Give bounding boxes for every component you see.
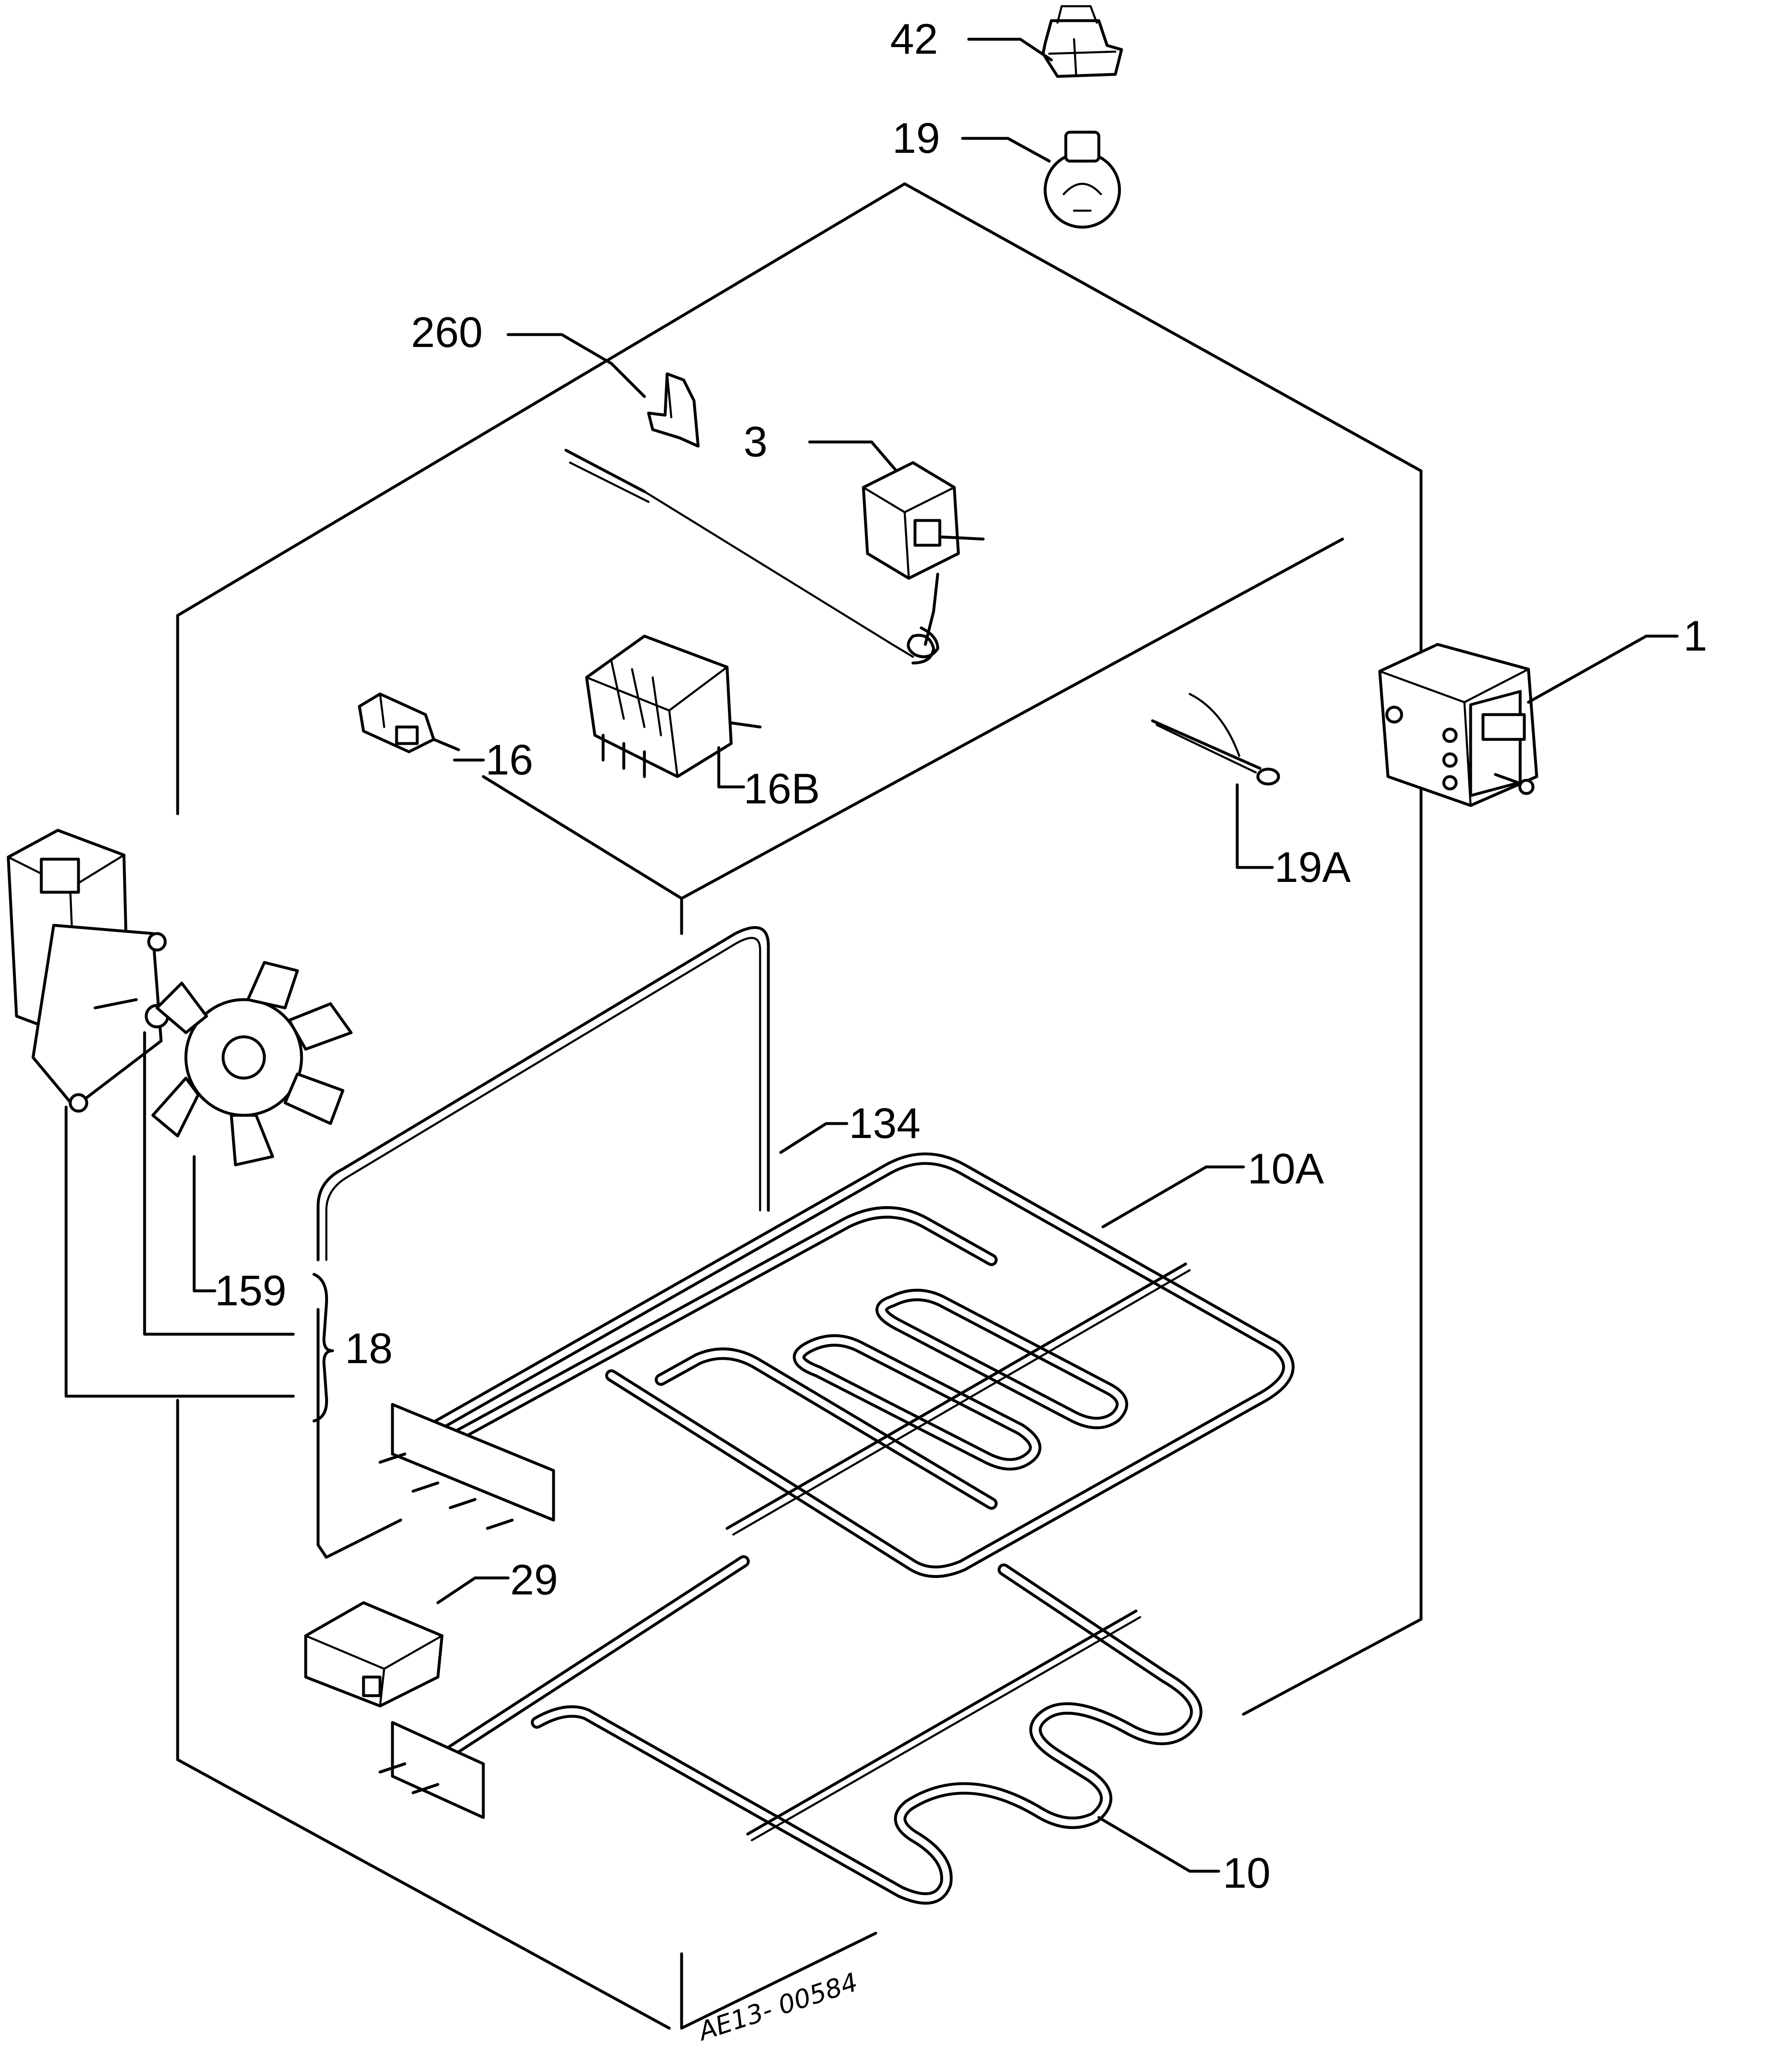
callout-260: 260 (411, 309, 483, 356)
callout-159: 159 (215, 1267, 287, 1315)
thermostat-part (564, 449, 985, 665)
callout-1: 1 (1683, 612, 1707, 660)
callout-134: 134 (849, 1100, 921, 1148)
switch-part (358, 692, 460, 753)
callout-3: 3 (744, 418, 768, 466)
callout-10: 10 (1223, 1849, 1271, 1897)
callout-16: 16 (485, 736, 533, 784)
callout-16b: 16B (744, 765, 820, 813)
selector-switch-part (585, 634, 762, 778)
terminal-block-part (304, 1601, 444, 1708)
oven-cabinet-outline (176, 182, 1423, 2030)
rear-element-part (316, 926, 770, 1559)
callout-10a: 10A (1248, 1145, 1324, 1193)
temperature-probe-part (1151, 693, 1280, 786)
grill-element-part (378, 1152, 1295, 1578)
callout-19: 19 (892, 114, 940, 162)
fan-motor-part (7, 829, 167, 1113)
lamp-holder-part (1041, 5, 1123, 78)
bottom-element-part (378, 1555, 1203, 1905)
callout-29: 29 (510, 1556, 558, 1604)
lamp-bulb-part (1043, 131, 1121, 229)
callout-19a: 19A (1274, 843, 1351, 891)
callout-18: 18 (345, 1325, 393, 1373)
fan-blade-part (151, 961, 353, 1167)
callout-42: 42 (890, 15, 938, 63)
clip-part (647, 372, 700, 448)
timer-part (1378, 643, 1538, 807)
drawing-code: AE13- 00584 (693, 1967, 861, 2047)
